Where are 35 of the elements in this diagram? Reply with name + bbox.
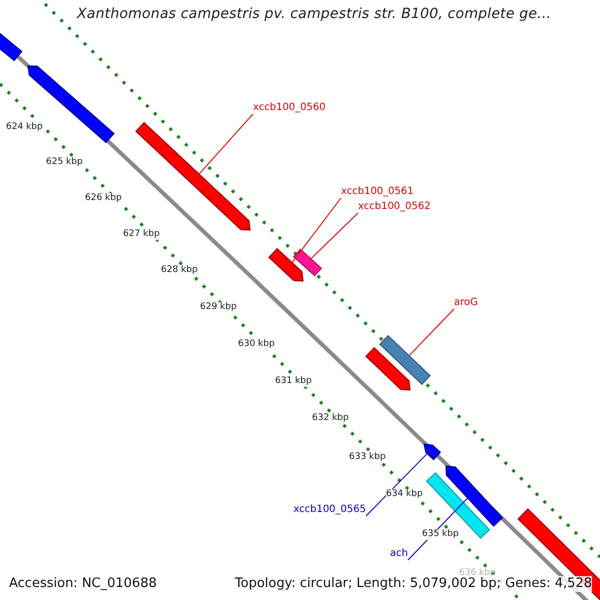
gene-label: xccb100_0560 <box>253 102 326 114</box>
genome-summary: Topology: circular; Length: 5,079,002 bp; Genes: 4,528 <box>234 576 592 592</box>
gene-label: ach <box>390 548 408 560</box>
gene-label: xccb100_0561 <box>341 186 414 198</box>
scale-label: 630 kbp <box>238 339 275 350</box>
gene-bar <box>445 465 504 527</box>
leader-line <box>198 114 254 175</box>
scale-label: 634 kbp <box>386 489 423 500</box>
gene-bar <box>379 335 431 385</box>
scale-label: 633 kbp <box>349 452 386 463</box>
scale-label: 625 kbp <box>46 157 83 168</box>
gene-label: aroG <box>454 297 478 309</box>
leader-line <box>310 212 358 260</box>
gene-bar <box>0 32 22 62</box>
scale-label: 631 kbp <box>275 376 312 387</box>
gene-label: xccb100_0565 <box>293 504 366 516</box>
scale-label: 626 kbp <box>85 193 122 204</box>
gene-bar <box>365 347 411 391</box>
gene-label: xccb100_0562 <box>358 201 431 213</box>
scale-label: 632 kbp <box>312 413 349 424</box>
title: Xanthomonas campestris pv. campestris str. B100, complete ge... <box>77 6 552 22</box>
leader-line <box>408 308 454 356</box>
scale-label: 627 kbp <box>123 229 160 240</box>
accession-text: Accession: NC_010688 <box>9 576 157 592</box>
gene-bar <box>268 248 304 282</box>
scale-label: 624 kbp <box>6 122 43 133</box>
gene-bar <box>292 248 322 276</box>
gene-bar <box>423 443 442 460</box>
scale-label: 629 kbp <box>200 302 237 313</box>
leader-line <box>292 198 342 264</box>
gene-bar <box>27 66 115 144</box>
scale-label: 635 kbp <box>422 529 459 540</box>
gene-bar <box>135 122 251 231</box>
leader-line <box>366 453 428 516</box>
scale-label: 628 kbp <box>161 265 198 276</box>
